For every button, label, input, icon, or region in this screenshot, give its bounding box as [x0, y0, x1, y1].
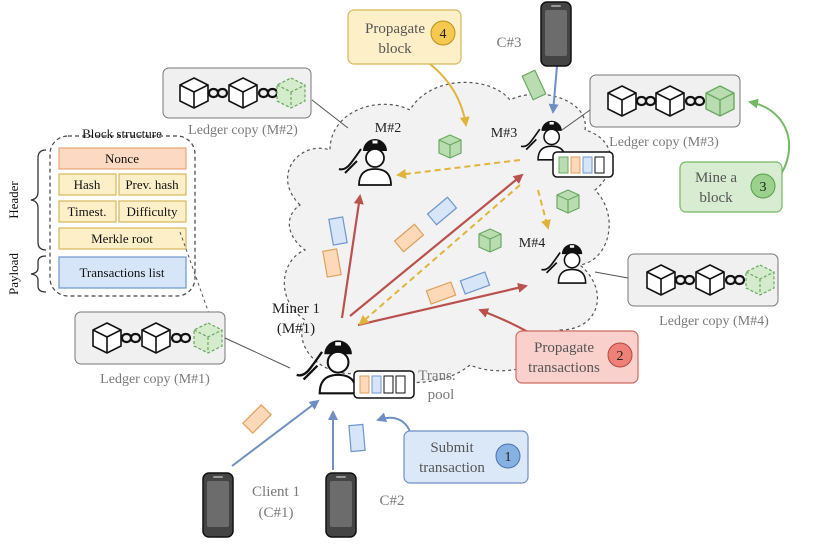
svg-text:(M#1): (M#1): [277, 321, 315, 337]
arrow-block-m3-m2: [396, 159, 521, 179]
step-3-callout: Mine a block 3: [679, 161, 783, 213]
payload-brace: Payload: [6, 253, 47, 295]
svg-text:C#3: C#3: [496, 35, 521, 51]
svg-text:block: block: [378, 41, 412, 57]
ledger-m4-label: Ledger copy (M#4): [659, 314, 769, 329]
arrow-step4: [429, 63, 470, 127]
ledger-m1: Ledger copy (M#1): [74, 311, 226, 387]
arrow-tx-m1-m4: [357, 282, 528, 327]
svg-text:Propagate: Propagate: [534, 340, 594, 356]
ledger-m1-label: Ledger copy (M#1): [100, 372, 210, 387]
svg-text:transaction: transaction: [419, 460, 485, 476]
prev-hash-label: Prev. hash: [125, 177, 179, 192]
arrow-tx-m1-m2: [340, 194, 364, 319]
transactions-list-field: [58, 256, 187, 289]
svg-text:Header: Header: [6, 181, 21, 219]
svg-text:Submit: Submit: [430, 440, 474, 456]
step-1-callout: Submit transaction 1: [403, 430, 529, 484]
step-4-callout: Propagate block 4: [347, 9, 462, 65]
svg-text:4: 4: [440, 27, 447, 42]
svg-text:M#3: M#3: [491, 126, 517, 141]
transaction-cards: [242, 69, 547, 453]
arrow-step2: [478, 308, 529, 333]
pool-label-1: Trans.: [418, 368, 455, 384]
arrow-block-m3-m1: [358, 184, 521, 326]
hash-field: [58, 173, 117, 196]
svg-text:Client 1: Client 1: [252, 484, 300, 500]
client-c3: C#3: [496, 1, 572, 67]
prev-hash-field: [118, 173, 187, 196]
svg-text:(C#1): (C#1): [259, 505, 294, 521]
transactions-list-label: Transactions list: [79, 265, 164, 280]
step-2-callout: Propagate transactions 2: [515, 330, 639, 384]
svg-text:1: 1: [505, 450, 512, 465]
ledger-m2-label: Ledger copy (M#2): [188, 123, 298, 138]
svg-text:2: 2: [617, 349, 624, 364]
block-structure-connector: [179, 231, 213, 323]
svg-text:Propagate: Propagate: [365, 21, 425, 37]
header-brace: Header: [6, 149, 47, 251]
block-cube-1: [438, 134, 462, 159]
svg-text:M#4: M#4: [519, 236, 545, 251]
pool-label-2: pool: [428, 387, 455, 403]
nonce-field: [58, 147, 187, 170]
client-c1: Client 1 (C#1): [202, 472, 300, 538]
miner-m3: M#3: [491, 119, 614, 178]
difficulty-field: [118, 200, 187, 223]
arrow-c1-m1: [231, 399, 320, 467]
ledger-m2: Ledger copy (M#2): [162, 67, 312, 138]
timestamp-field: [58, 200, 117, 223]
block-structure-title: Block structure: [82, 126, 162, 141]
hash-label: Hash: [74, 177, 101, 192]
svg-text:C#2: C#2: [379, 493, 404, 509]
miner-m4: M#4: [519, 236, 587, 284]
timestamp-label: Timest.: [68, 204, 107, 219]
nonce-label: Nonce: [105, 151, 139, 166]
svg-text:transactions: transactions: [528, 360, 600, 376]
ledger-m3: Ledger copy (M#3): [589, 74, 741, 150]
arrow-block-m3-m4: [537, 189, 551, 230]
arrow-c3-m3: [548, 65, 559, 114]
client-c2: C#2: [325, 472, 405, 538]
ledger-m4: Ledger copy (M#4): [627, 253, 779, 329]
block-structure-panel: Block structure Nonce Hash Prev. hash Ti…: [49, 126, 196, 297]
miner-m1: Miner 1 (M#1): [272, 301, 415, 399]
block-cube-3: [478, 228, 502, 253]
arrow-step3: [748, 98, 791, 181]
miner-m2: M#2: [338, 121, 401, 186]
svg-text:3: 3: [760, 180, 767, 195]
block-cube-2: [556, 189, 580, 214]
svg-text:Miner 1: Miner 1: [272, 301, 320, 317]
svg-text:block: block: [699, 190, 733, 206]
merkle-root-field: [58, 227, 187, 250]
svg-text:M#2: M#2: [375, 121, 401, 136]
arrow-tx-m1-m3: [349, 173, 524, 317]
svg-text:Mine a: Mine a: [695, 170, 737, 186]
merkle-root-label: Merkle root: [91, 231, 153, 246]
ledger-m3-label: Ledger copy (M#3): [609, 135, 719, 150]
difficulty-label: Difficulty: [126, 204, 178, 219]
svg-text:Payload: Payload: [6, 253, 21, 295]
